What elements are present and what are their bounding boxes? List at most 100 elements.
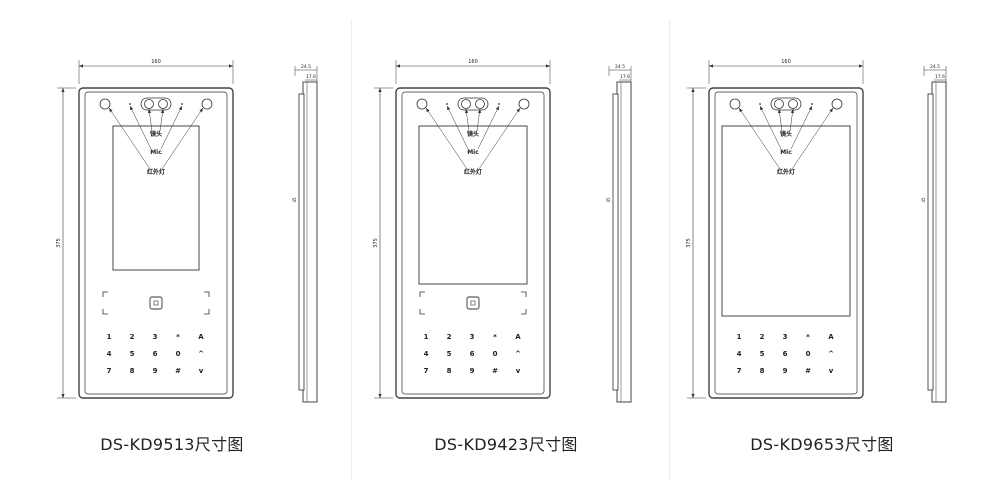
card-reader-corner bbox=[419, 291, 425, 297]
leader-mic-left bbox=[129, 105, 152, 150]
caption-ds-kd9423: DS-KD9423尺寸图 bbox=[434, 435, 578, 454]
side-view-mark: 45 bbox=[606, 197, 611, 203]
device-inner-outline bbox=[84, 91, 228, 395]
keypad-key-2: 2 bbox=[447, 333, 452, 341]
height-dimension-label: 375 bbox=[56, 238, 62, 248]
width-dimension-label: 160 bbox=[781, 59, 791, 65]
side-view-mark: 45 bbox=[921, 197, 926, 203]
camera-housing bbox=[770, 97, 802, 111]
callout-ir-lamp-label: 红外灯 bbox=[464, 168, 482, 176]
keypad-key-0: 0 bbox=[493, 350, 498, 358]
display-screen bbox=[112, 125, 200, 271]
card-reader-icon bbox=[149, 296, 163, 310]
display-screen bbox=[721, 125, 851, 317]
depth-dimension-label: 24.5 bbox=[615, 64, 625, 70]
keypad-key-*: * bbox=[806, 333, 810, 341]
keypad-key-6: 6 bbox=[153, 350, 158, 358]
arrowhead bbox=[61, 394, 65, 398]
card-reader-icon-inner bbox=[470, 300, 476, 306]
keypad-key-1: 1 bbox=[737, 333, 742, 341]
callout-mic-label: Mic bbox=[780, 149, 792, 156]
arrowhead bbox=[447, 106, 451, 111]
arrowhead bbox=[378, 88, 382, 92]
keypad-key-0: 0 bbox=[176, 350, 181, 358]
leader-ir-left bbox=[108, 107, 151, 170]
arrowhead bbox=[160, 109, 165, 114]
keypad-key-8: 8 bbox=[760, 367, 765, 375]
arrowhead bbox=[777, 109, 782, 114]
leader-mic-left bbox=[759, 105, 782, 150]
arrowhead bbox=[147, 109, 152, 114]
leader-ir-right bbox=[161, 107, 204, 170]
camera-lens-right bbox=[158, 99, 168, 109]
arrowhead bbox=[130, 106, 134, 111]
arrowhead bbox=[477, 109, 482, 114]
card-reader-icon bbox=[466, 296, 480, 310]
arrowhead bbox=[396, 64, 400, 68]
mic-hole-left bbox=[446, 103, 448, 105]
callout-ir-lamp-label: 红外灯 bbox=[147, 168, 165, 176]
callout-mic-label: Mic bbox=[467, 149, 479, 156]
width-dimension-label: 160 bbox=[468, 59, 478, 65]
keypad-key-A: A bbox=[828, 333, 834, 341]
width-dimension-label: 160 bbox=[151, 59, 161, 65]
side-view-front-panel bbox=[298, 93, 305, 391]
arrowhead bbox=[464, 109, 469, 114]
keypad-key-4: 4 bbox=[737, 350, 742, 358]
keypad-key-3: 3 bbox=[153, 333, 158, 341]
arrowhead bbox=[859, 64, 863, 68]
keypad-key-1: 1 bbox=[424, 333, 429, 341]
keypad-key-8: 8 bbox=[130, 367, 135, 375]
camera-lens-left bbox=[774, 99, 784, 109]
card-reader-corner bbox=[521, 309, 527, 315]
arrowhead bbox=[739, 108, 743, 113]
keypad-key-*: * bbox=[176, 333, 180, 341]
arrowhead bbox=[709, 64, 713, 68]
camera-lens-left bbox=[461, 99, 471, 109]
card-reader-corner bbox=[204, 291, 210, 297]
arrowhead bbox=[426, 108, 430, 113]
leader-mic-right bbox=[790, 105, 813, 150]
device-inner-outline bbox=[714, 91, 858, 395]
keypad-key-5: 5 bbox=[447, 350, 452, 358]
height-dimension-label: 375 bbox=[686, 238, 692, 248]
mic-hole-right bbox=[498, 103, 500, 105]
depth-inner-dimension-label: 17.6 bbox=[306, 74, 316, 80]
arrowhead bbox=[495, 106, 499, 111]
side-view-front-panel bbox=[927, 93, 934, 391]
keypad-key-^: ^ bbox=[515, 350, 521, 358]
leader-ir-right bbox=[478, 107, 521, 170]
depth-dimension-label: 24.5 bbox=[930, 64, 940, 70]
mic-hole-left bbox=[129, 103, 131, 105]
keypad-key-9: 9 bbox=[153, 367, 158, 375]
keypad-key-6: 6 bbox=[470, 350, 475, 358]
keypad-key-2: 2 bbox=[130, 333, 135, 341]
side-view-body bbox=[302, 81, 318, 403]
arrowhead bbox=[691, 394, 695, 398]
leader-mic-right bbox=[477, 105, 500, 150]
keypad-key-v: v bbox=[829, 367, 834, 375]
device-inner-outline bbox=[401, 91, 545, 395]
keypad-key-9: 9 bbox=[470, 367, 475, 375]
ir-lamp-right bbox=[831, 98, 843, 110]
arrowhead bbox=[546, 64, 550, 68]
arrowhead bbox=[691, 88, 695, 92]
height-dimension-label: 375 bbox=[373, 238, 379, 248]
arrowhead bbox=[178, 106, 182, 111]
card-reader-corner bbox=[102, 309, 108, 315]
keypad-key-#: # bbox=[175, 367, 181, 375]
card-reader-corner bbox=[521, 291, 527, 297]
leader-mic-right bbox=[160, 105, 183, 150]
keypad-key-v: v bbox=[516, 367, 521, 375]
ir-lamp-left bbox=[416, 98, 428, 110]
keypad-key-*: * bbox=[493, 333, 497, 341]
keypad-key-5: 5 bbox=[760, 350, 765, 358]
ir-lamp-right bbox=[518, 98, 530, 110]
keypad-key-4: 4 bbox=[107, 350, 112, 358]
keypad-key-3: 3 bbox=[783, 333, 788, 341]
leader-ir-left bbox=[738, 107, 781, 170]
mic-hole-right bbox=[181, 103, 183, 105]
keypad-key-2: 2 bbox=[760, 333, 765, 341]
